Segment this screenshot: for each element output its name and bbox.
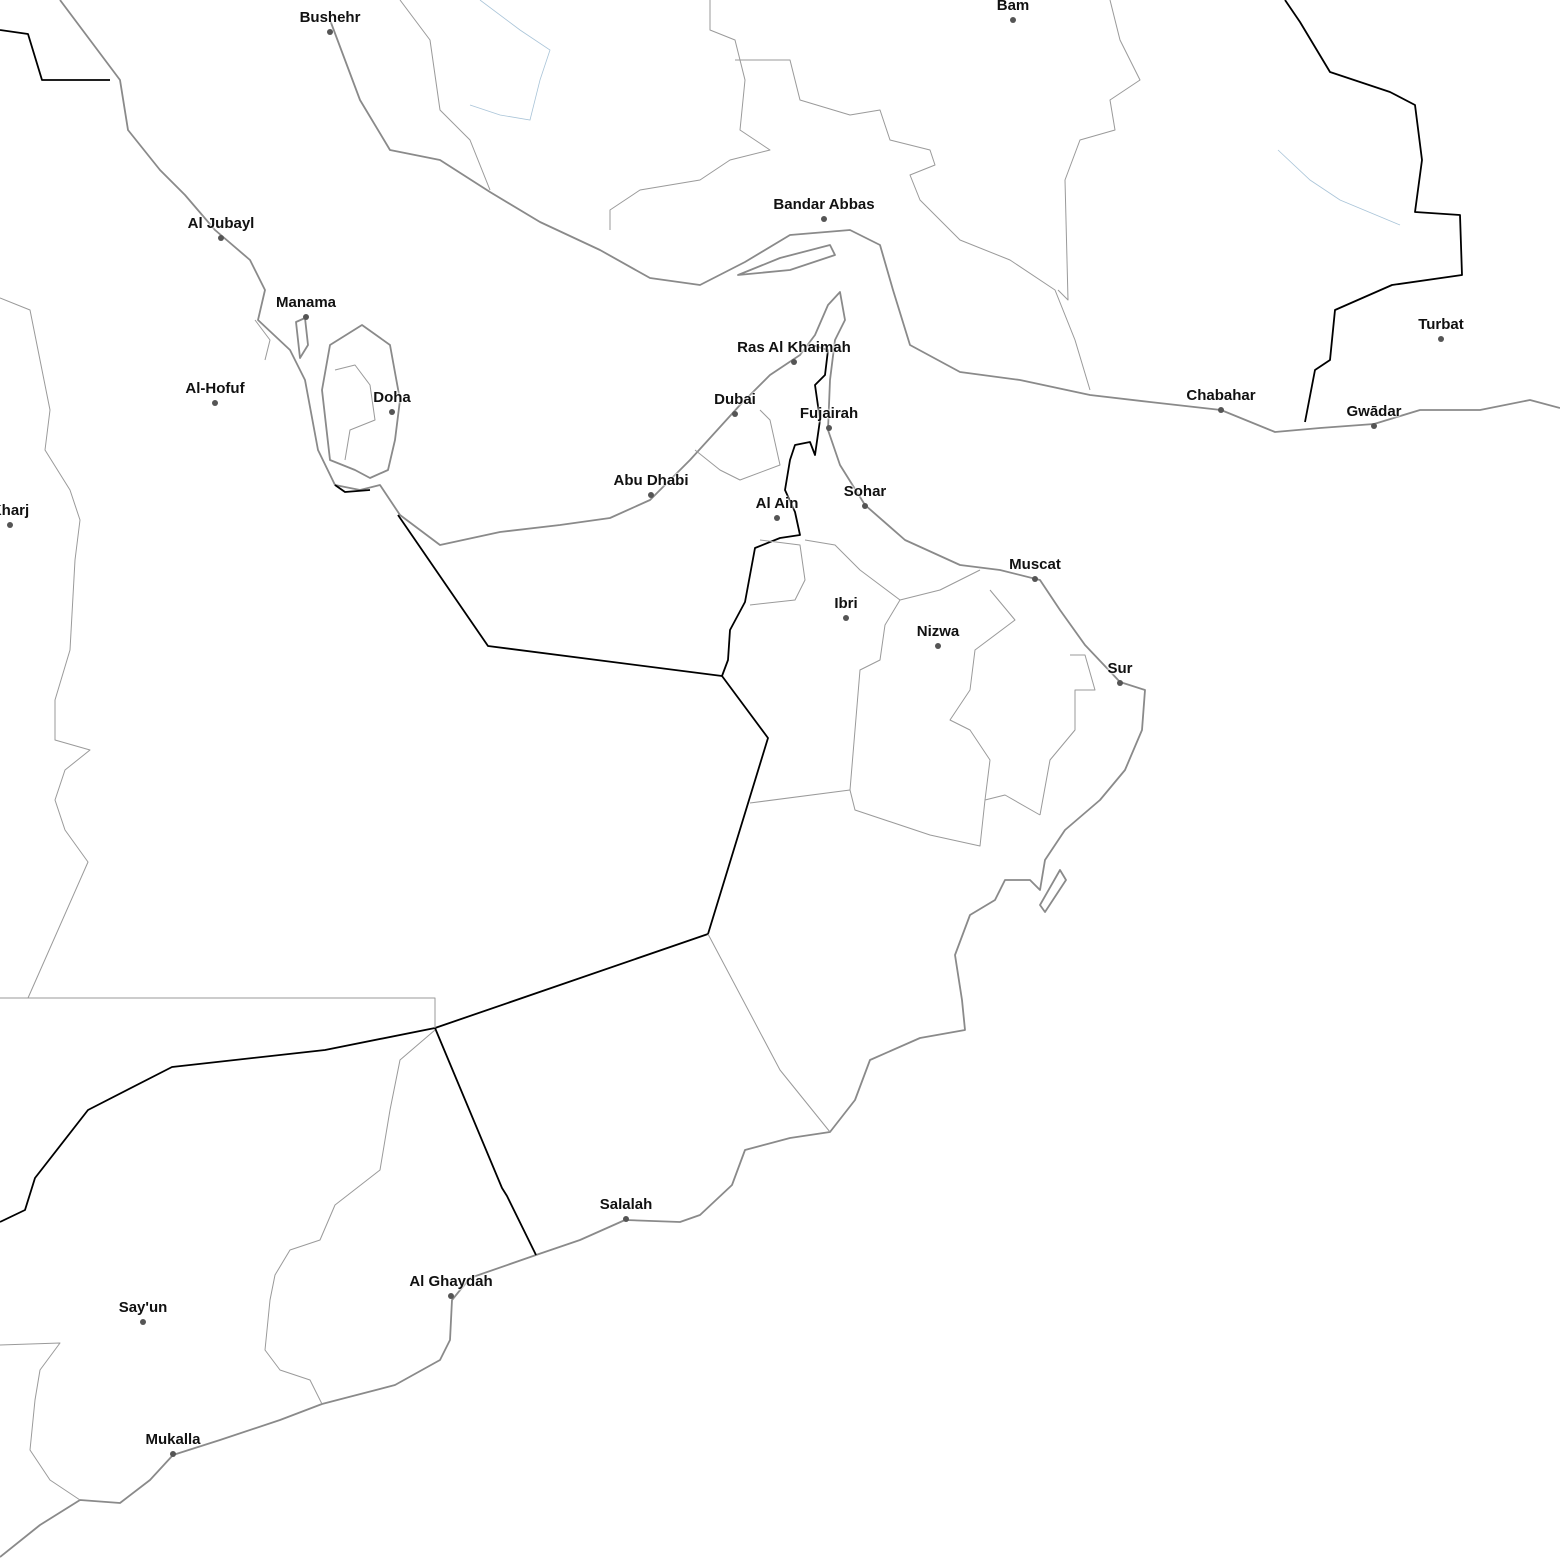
city-dot (140, 1319, 146, 1325)
city-label: Say'un (118, 1299, 168, 1316)
city-label: Al Ain (755, 495, 799, 512)
border-oman-saudi (0, 675, 769, 1223)
city-dot (774, 515, 780, 521)
city-label: Salalah (599, 1196, 653, 1213)
city-label: Ibri (834, 595, 858, 612)
city-dot (1117, 680, 1123, 686)
city-label: Bandar Abbas (773, 196, 875, 213)
border-oman-yemen (434, 1027, 537, 1256)
city-label: Mukalla (145, 1431, 201, 1448)
city-label: Dubai (714, 391, 756, 408)
city-dot (1218, 407, 1224, 413)
city-label: Gwādar (1346, 403, 1402, 420)
city-dot (821, 216, 827, 222)
city-dot (212, 400, 218, 406)
city-label: Manama (275, 294, 337, 311)
border-saudi-uae-oman (397, 344, 829, 677)
city-label: Bam (996, 0, 1030, 14)
city-dot (327, 29, 333, 35)
coastline-qatar (321, 324, 401, 479)
city-dot (7, 522, 13, 528)
city-dot (1371, 423, 1377, 429)
city-label: Kharj (0, 502, 30, 519)
city-dot (648, 492, 654, 498)
city-label: Al Jubayl (187, 215, 255, 232)
river (469, 0, 551, 121)
city-dot (791, 359, 797, 365)
city-dot (170, 1451, 176, 1457)
city-dot (303, 314, 309, 320)
city-label: Al Ghaydah (409, 1273, 493, 1290)
city-label: Bushehr (299, 9, 361, 26)
coastline-qeshm (737, 244, 836, 276)
coastline-iran (329, 19, 1560, 433)
city-dot (389, 409, 395, 415)
city-dot (935, 643, 941, 649)
city-label: Sohar (843, 483, 887, 500)
city-label: Doha (373, 389, 411, 406)
city-dot (218, 235, 224, 241)
admin-boundaries (0, 0, 1141, 1501)
city-dot (732, 411, 738, 417)
city-dot (1032, 576, 1038, 582)
city-dot (448, 1293, 454, 1299)
city-label: Nizwa (916, 623, 960, 640)
city-dot (623, 1216, 629, 1222)
river (1277, 149, 1401, 226)
city-label: Al-Hofuf (185, 380, 245, 397)
city-label: Fujairah (799, 405, 859, 422)
coastline-bahrain (295, 317, 309, 359)
city-dot (843, 615, 849, 621)
city-label: Abu Dhabi (613, 472, 689, 489)
city-label: Sur (1107, 660, 1133, 677)
coastline-arabia (0, 0, 1146, 1558)
city-label: Ras Al Khaimah (737, 339, 851, 356)
city-label: Muscat (1009, 556, 1061, 573)
city-dot (862, 503, 868, 509)
city-dot (826, 425, 832, 431)
border-kuwait-iraq (0, 29, 110, 81)
border-qatar-saudi (334, 484, 371, 493)
city-label: Turbat (1418, 316, 1464, 333)
border-iran-pakistan (1284, 0, 1463, 423)
city-dot (1438, 336, 1444, 342)
coastline-socotra-islands (1039, 869, 1067, 913)
city-dot (1010, 17, 1016, 23)
city-label: Chabahar (1186, 387, 1256, 404)
